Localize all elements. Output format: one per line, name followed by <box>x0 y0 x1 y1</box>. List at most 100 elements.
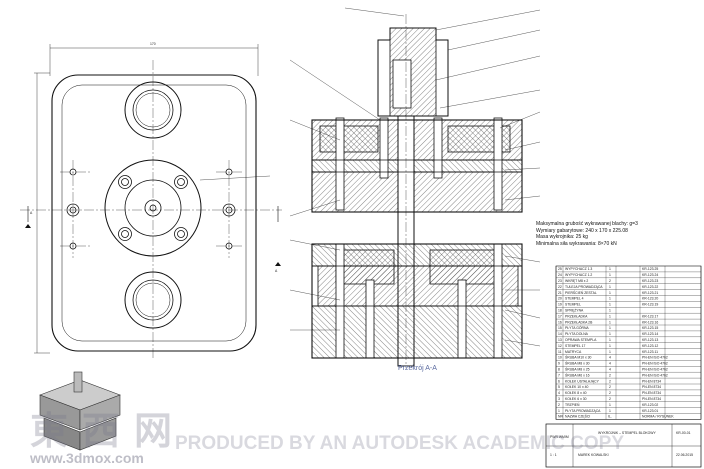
bom-row-qty: 1 <box>609 309 611 313</box>
bom-row-ref: KR-123.20 <box>642 297 658 301</box>
width-dimension: 170 <box>150 42 156 46</box>
bom-row-no: 3 <box>558 397 560 401</box>
bom-row-no: 15 <box>558 326 562 330</box>
bom-row-no: 2 <box>558 403 560 407</box>
bom-row-qty: 1 <box>609 285 611 289</box>
title-author: MAREK KOWALSKI <box>578 453 609 457</box>
bom-row-ref: KR-123.16 <box>642 320 658 324</box>
iso-thumbnail <box>39 371 121 451</box>
bom-row-name: PRZEKŁADKA 2B <box>565 320 593 324</box>
bom-row-name: WKRĘT M8 x 2 <box>565 279 588 283</box>
bom-row-name: PŁYTA DOLNA <box>565 332 589 336</box>
bom-row-ref: PN-EN ISO 4762 <box>642 368 668 372</box>
bom-row-ref: PN-EN 8734 <box>642 385 661 389</box>
bom-row-qty: 2 <box>609 385 611 389</box>
bom-row-name: PRZEKŁADKA <box>565 314 588 318</box>
title-block <box>545 423 702 468</box>
bom-row-name: STEMPEL 17 <box>565 344 586 348</box>
bom-row-name: SPRĘŻYNA <box>565 308 584 313</box>
bom-row-qty: 2 <box>609 373 611 377</box>
bom-row-no: 10 <box>558 356 562 360</box>
bom-row-ref: KR-123.17 <box>642 314 658 318</box>
bom-row-qty: 4 <box>609 356 611 360</box>
bom-row-name: WYPYCHACZ 1.3 <box>565 267 592 271</box>
bom-row-name: STEMPEL <box>565 303 581 307</box>
bom-row-ref: PN-EN 8734 <box>642 379 661 383</box>
bom-header-name: NAZWA CZĘŚCI <box>565 414 590 419</box>
bom-row-name: TULEJA PROWADZĄCA <box>565 285 603 289</box>
bom-row-name: PŁYTA PROWADZĄCA <box>565 409 601 413</box>
title-drawing-name: WYKROJNIK – STEMPEL BLOKOWY <box>598 431 656 435</box>
title-drawing-no: KR-00-01 <box>676 431 691 435</box>
bom-row-ref: KR-123.01 <box>642 409 658 413</box>
section-marker-right: A <box>275 269 278 273</box>
bom-row-ref: KR-123.19 <box>642 303 658 307</box>
bom-row-no: 8 <box>558 368 560 372</box>
bom-row-qty: 1 <box>609 326 611 330</box>
bom-row-no: 22 <box>558 285 562 289</box>
bom-row-qty: 2 <box>609 397 611 401</box>
bom-row-name: KOŁEK 10 x 40 <box>565 385 588 389</box>
bom-row-no: 5 <box>558 385 560 389</box>
bom-row-no: 17 <box>558 314 562 318</box>
title-sheet-label: PWR WMIM <box>550 435 569 439</box>
bom-row-qty: 1 <box>609 338 611 342</box>
bom-row-no: 18 <box>558 309 562 313</box>
bom-header-ref: NORMA / RYSUNEK <box>642 415 674 419</box>
bom-row-name: KOŁEK 8 x 40 <box>565 391 587 395</box>
bom-row-no: 21 <box>558 291 562 295</box>
bom-row-name: ŚRUBA M6 x 16 <box>565 372 590 377</box>
bom-row-qty: 1 <box>609 314 611 318</box>
section-title: Przekrój A-A <box>398 365 437 372</box>
bom-row-ref: KR-123.25 <box>642 267 658 271</box>
bom-row-name: ŚRUBA M8 x 25 <box>565 367 590 372</box>
bom-row-qty: 1 <box>609 303 611 307</box>
bom-row-qty: 4 <box>609 362 611 366</box>
bom-header-qty: IL. <box>608 415 612 419</box>
bom-row-ref: KR-123.22 <box>642 285 658 289</box>
bom-row-qty: 4 <box>609 368 611 372</box>
bom-row-qty: 1 <box>609 267 611 271</box>
bom-row-no: 14 <box>558 332 562 336</box>
spec-line: Maksymalna grubość wykrawanej blachy: g=… <box>536 221 638 227</box>
watermark-site: www.3dmox.com <box>30 450 144 466</box>
bom-header-no: NR <box>558 415 563 419</box>
bom-row-ref: KR-123.24 <box>642 273 658 277</box>
bom-row-qty: 1 <box>609 297 611 301</box>
bom-row-qty: 2 <box>609 391 611 395</box>
bom-row-ref: KR-123.23 <box>642 279 658 283</box>
bom-row-ref: PN-EN ISO 4762 <box>642 373 668 377</box>
bom-row-ref: PN-EN 8734 <box>642 397 661 401</box>
bom-row-qty: 1 <box>609 350 611 354</box>
watermark-cjk: 東西网 <box>30 409 187 453</box>
bom-row-no: 9 <box>558 362 560 366</box>
bom-row-no: 23 <box>558 279 562 283</box>
spec-notes: Maksymalna grubość wykrawanej blachy: g=… <box>536 221 704 247</box>
bom-row-no: 11 <box>558 350 562 354</box>
bom-row-name: ŚRUBA M10 x 30 <box>565 355 591 360</box>
spec-line: Wymiary gabarytowe: 240 x 170 x 225.08 <box>536 227 628 234</box>
bom-row-ref: KR-123.11 <box>642 350 658 354</box>
bom-row-no: 25 <box>558 267 562 271</box>
bom-row-name: WYPYCHACZ 1.2 <box>565 273 592 277</box>
bom-row-no: 1 <box>558 409 560 413</box>
bom-row-qty: 1 <box>609 273 611 277</box>
bom-row-name: MATRYCA <box>565 350 582 354</box>
bom-row-no: 6 <box>558 379 560 383</box>
bom-row-qty: 1 <box>609 291 611 295</box>
bom-row-qty: 1 <box>609 344 611 348</box>
bom-row-ref: PN-EN 8734 <box>642 391 661 395</box>
bom-row-no: 12 <box>558 344 562 348</box>
watermark-academic: PRODUCED BY AN AUTODESK ACADEMIC COPY <box>175 433 625 454</box>
bom-row-name: KOŁEK USTALAJĄCY <box>565 379 600 383</box>
bom-row-no: 24 <box>558 273 562 277</box>
bom-row-no: 19 <box>558 303 562 307</box>
bom-row-qty: 2 <box>609 279 611 283</box>
bom-row-qty: 1 <box>609 409 611 413</box>
title-date: 22.06.2015 <box>676 453 693 457</box>
bom-row-name: PIERŚCIEŃ ZESTAL <box>565 290 597 295</box>
spec-line: Minimalna siła wykrawania: 8×70 kN <box>536 240 617 247</box>
title-scale: 1 : 1 <box>550 453 557 457</box>
